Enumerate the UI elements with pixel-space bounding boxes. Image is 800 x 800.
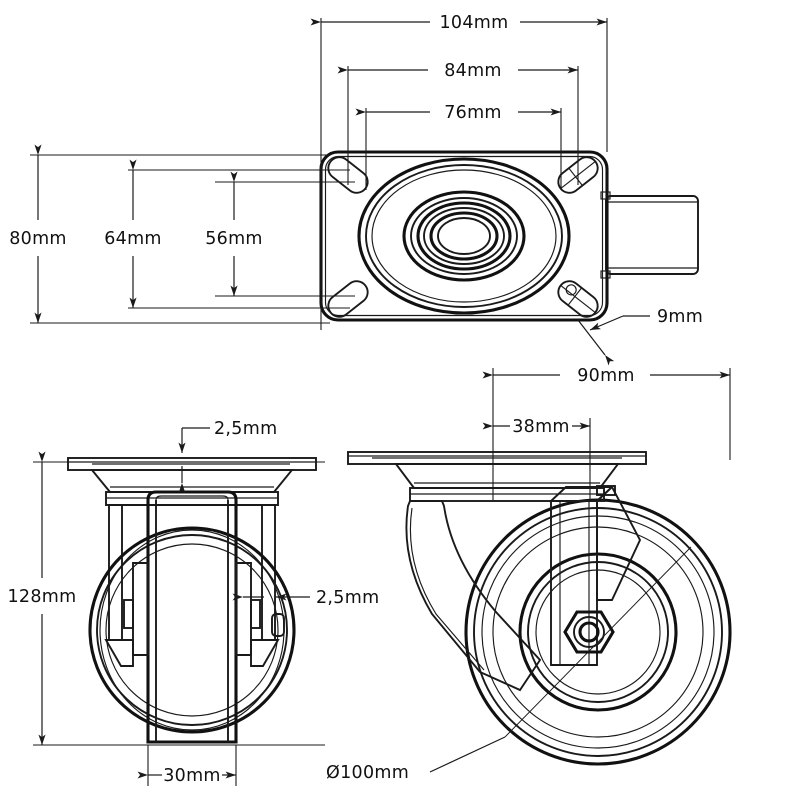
- side-view-kingpin-column: [548, 485, 642, 666]
- front-view-fork-tabs: [104, 613, 285, 667]
- dimension-overall-height: 128mm: [8, 451, 325, 746]
- side-view-extension-lines: [492, 368, 731, 500]
- dimension-fork-thickness: 2,5mm: [232, 588, 379, 608]
- dimension-wheel-diameter: Ø100mm: [326, 546, 692, 783]
- dimension-plate-thickness-label: 2,5mm: [214, 419, 277, 439]
- dimension-hole-outer-width: 64mm: [104, 159, 162, 308]
- dimension-tread-width-label: 30mm: [163, 766, 221, 786]
- dimension-plate-length-label: 104mm: [440, 13, 509, 33]
- dimension-plate-depth: 90mm: [482, 366, 730, 386]
- top-view-extension-lines-vertical: [30, 154, 355, 324]
- dimension-overall-height-label: 128mm: [8, 587, 77, 607]
- dimension-slot-hole-9mm-label: 9mm: [657, 307, 703, 327]
- dimension-swivel-offset-label: 38mm: [512, 417, 570, 437]
- front-view: 2,5mm 128mm 30mm 2,5mm: [8, 419, 379, 786]
- top-view-mounting-hole-bottom-right: [557, 280, 599, 318]
- top-view-extension-lines-horizontal: [320, 18, 608, 330]
- dimension-plate-length: 104mm: [310, 13, 607, 33]
- dimension-wheel-diameter-label: Ø100mm: [326, 763, 409, 783]
- side-view-fork-leg: [405, 500, 542, 692]
- top-view: 104mm 84mm 76mm 80mm 64mm: [9, 13, 703, 366]
- dimension-slot-hole-9mm: 9mm: [577, 307, 703, 366]
- dimension-hole-center-width-label: 56mm: [205, 229, 263, 249]
- dimension-hole-center-width: 56mm: [205, 171, 263, 296]
- top-view-swivel-raceway: [357, 157, 571, 315]
- dimension-hole-outer-span-label: 84mm: [444, 61, 502, 81]
- dimension-plate-depth-label: 90mm: [577, 366, 635, 386]
- dimension-plate-thickness: 2,5mm: [178, 419, 277, 494]
- dimension-plate-width-label: 80mm: [9, 229, 67, 249]
- side-view-axle-hex-nut: [563, 610, 615, 654]
- side-view: Ø100mm 90mm 38mm: [326, 366, 732, 783]
- dimension-hole-center-span-label: 76mm: [444, 103, 502, 123]
- front-view-wheel-tread: [146, 490, 238, 744]
- dimension-plate-width: 80mm: [9, 144, 67, 323]
- top-view-plate-inner-edge: [324, 155, 604, 317]
- dimension-tread-width: 30mm: [137, 745, 237, 786]
- dimension-hole-center-span: 76mm: [355, 103, 561, 123]
- top-view-mounting-hole-bottom-left: [327, 280, 369, 318]
- dimension-fork-thickness-label: 2,5mm: [316, 588, 379, 608]
- dimension-hole-outer-width-label: 64mm: [104, 229, 162, 249]
- dimension-hole-outer-span: 84mm: [337, 61, 578, 81]
- top-view-mounting-hole-top-left: [327, 156, 369, 194]
- dimension-swivel-offset: 38mm: [482, 417, 590, 437]
